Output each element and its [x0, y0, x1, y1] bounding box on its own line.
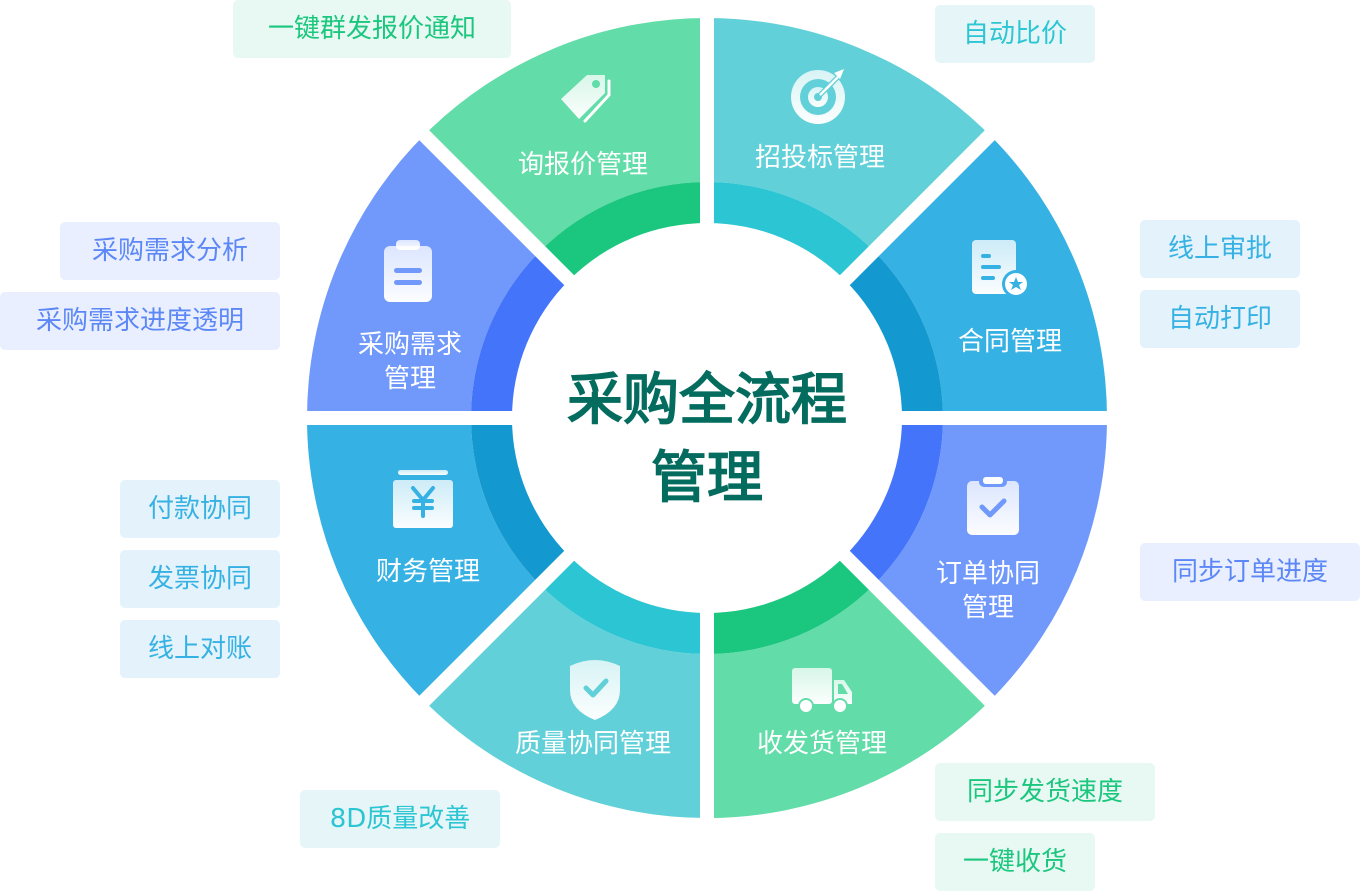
- clipboard-list-icon: [384, 240, 432, 302]
- shield-check-icon: [570, 660, 620, 720]
- tag-sync-order-progress[interactable]: 同步订单进度: [1140, 543, 1360, 601]
- sector-divider: [415, 528, 597, 710]
- sector-label-demand-line1: 采购需求: [357, 330, 463, 360]
- tag-sync-shipping-speed[interactable]: 同步发货速度: [935, 763, 1155, 821]
- sector-label-demand-line2: 管理: [383, 364, 437, 394]
- tag-one-click-receive[interactable]: 一键收货: [935, 833, 1095, 891]
- center-disc: [512, 223, 902, 613]
- center-title-line2: 管理: [651, 446, 763, 511]
- tag-8d-quality-improvement[interactable]: 8D质量改善: [300, 790, 500, 848]
- sector-label-bidding[interactable]: 招投标管理: [754, 143, 886, 173]
- clipboard-check-icon: [967, 473, 1019, 535]
- tag-online-approval[interactable]: 线上审批: [1140, 220, 1300, 278]
- sector-divider: [817, 528, 999, 710]
- sector-label-order-line2: 管理: [961, 593, 1015, 623]
- target-icon: [791, 69, 845, 124]
- tag-payment-collaboration[interactable]: 付款协同: [120, 480, 280, 538]
- sector-label-contract[interactable]: 合同管理: [957, 327, 1063, 357]
- sector-label-finance[interactable]: 财务管理: [375, 557, 481, 587]
- sector-label-demand[interactable]: 采购需求 管理: [358, 328, 462, 396]
- tag-auto-print[interactable]: 自动打印: [1140, 290, 1300, 348]
- sector-divider: [415, 126, 597, 308]
- sector-label-order[interactable]: 订单协同 管理: [936, 557, 1040, 625]
- price-tag-icon: [561, 75, 611, 123]
- sector-label-quality[interactable]: 质量协同管理: [514, 729, 672, 759]
- tag-auto-price-compare[interactable]: 自动比价: [935, 5, 1095, 63]
- sector-label-order-line1: 订单协同: [935, 559, 1041, 589]
- tag-demand-progress-transparency[interactable]: 采购需求进度透明: [0, 292, 280, 350]
- truck-icon: [792, 668, 852, 714]
- tag-demand-analysis[interactable]: 采购需求分析: [60, 222, 280, 280]
- sector-label-shipping[interactable]: 收发货管理: [756, 729, 888, 759]
- center-title-line1: 采购全流程: [567, 368, 847, 433]
- sector-divider: [817, 126, 999, 308]
- yen-wallet-icon: [393, 470, 453, 528]
- tag-bulk-quote-notice[interactable]: 一键群发报价通知: [233, 0, 511, 58]
- tag-invoice-collaboration[interactable]: 发票协同: [120, 550, 280, 608]
- sector-label-inquiry[interactable]: 询报价管理: [517, 150, 649, 180]
- sector-quality[interactable]: [424, 554, 707, 818]
- center-title: 采购全流程 管理: [567, 362, 847, 518]
- tag-online-reconciliation[interactable]: 线上对账: [120, 620, 280, 678]
- contract-document-star-icon: [972, 240, 1030, 298]
